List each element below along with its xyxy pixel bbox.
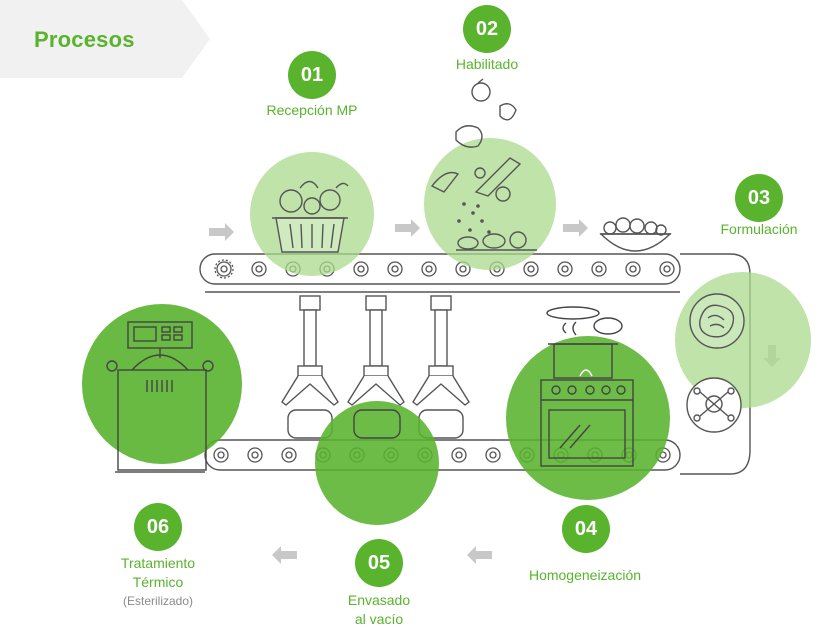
step-label-05-line2: al vacío [354, 611, 404, 627]
step-badge-04: 04 [562, 505, 610, 553]
roller-hub [251, 451, 259, 459]
step-label-06-line2: Térmico [132, 574, 184, 590]
step-badge-01: 01 [288, 51, 336, 99]
header-ribbon: Procesos [0, 0, 215, 78]
sealing-arms [281, 295, 470, 406]
step-label-03: Formulación [720, 221, 798, 237]
roller-hub [217, 451, 225, 459]
step-label-06-line1: Tratamiento [120, 555, 196, 571]
roller-hub [455, 451, 463, 459]
bones-plate-icon [686, 377, 742, 433]
roller-hub [255, 265, 263, 273]
step-badge-06: 06 [134, 503, 182, 551]
step-label-05-line1: Envasado [347, 592, 411, 608]
stove-pot-icon [540, 306, 634, 467]
roller-hub [489, 451, 497, 459]
bowl-icon [599, 217, 672, 252]
roller-hub [391, 265, 399, 273]
roller-hub [629, 265, 637, 273]
roller-hub [663, 265, 671, 273]
vacuum-pack-icon [353, 409, 401, 439]
step-label-04: Homogeneización [528, 567, 642, 583]
roller-hub [459, 265, 467, 273]
step-sublabel-06: (Esterilizado) [122, 594, 194, 608]
step-label-01: Recepción MP [266, 102, 358, 118]
step-badge-03: 03 [735, 174, 783, 222]
roller-hub [425, 265, 433, 273]
roller-hub [595, 265, 603, 273]
roller-hub [561, 265, 569, 273]
autoclave-icon [106, 321, 214, 471]
page-title: Procesos [34, 27, 135, 52]
roller-hub [285, 451, 293, 459]
knife-cutting-icon [430, 78, 537, 251]
roller-hub [357, 265, 365, 273]
step-badge-02: 02 [463, 5, 511, 53]
meat-plate-icon [689, 293, 745, 349]
step-label-02: Habilitado [455, 56, 519, 72]
gear-icon [214, 259, 234, 279]
step-badge-05: 05 [355, 539, 403, 587]
basket-icon [272, 180, 349, 253]
roller-hub [527, 265, 535, 273]
